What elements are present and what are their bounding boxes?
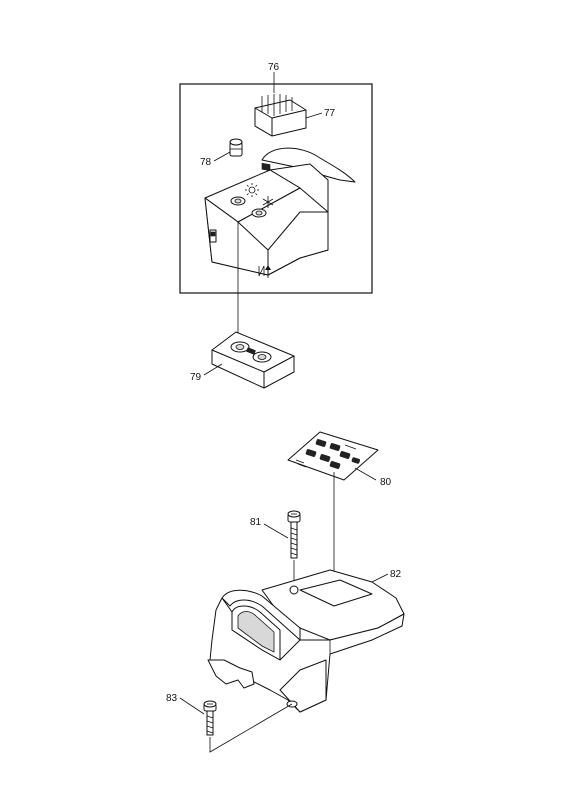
part-80-shape xyxy=(287,431,379,481)
part-78-shape xyxy=(229,138,243,157)
part-label-83: 83 xyxy=(166,693,178,704)
arrow-up-icon xyxy=(265,265,271,278)
leader-83 xyxy=(179,697,205,715)
part-label-78: 78 xyxy=(200,157,212,168)
part-label-81: 81 xyxy=(250,517,262,528)
part-82-shape xyxy=(207,569,405,713)
part-79-shape xyxy=(211,331,295,389)
fan-icon xyxy=(258,265,265,277)
part-77-shape xyxy=(254,94,307,171)
leader-78 xyxy=(213,151,231,162)
leader-81 xyxy=(263,523,289,539)
sun-icon xyxy=(245,183,259,197)
part-76-shape xyxy=(204,147,356,276)
assembly-frame xyxy=(179,83,373,294)
part-label-79: 79 xyxy=(190,372,202,383)
part-label-82: 82 xyxy=(390,569,402,580)
leader-79 xyxy=(203,363,223,376)
snowflake-icon xyxy=(262,196,274,208)
leader-82 xyxy=(371,573,389,583)
part-label-80: 80 xyxy=(380,477,392,488)
leader-80 xyxy=(354,467,377,481)
part-81-shape xyxy=(287,510,301,559)
assembly-line-83-82 xyxy=(209,703,293,753)
part-83-shape xyxy=(203,700,217,736)
part-label-76: 76 xyxy=(268,62,280,73)
part-label-77: 77 xyxy=(324,108,336,119)
leader-77 xyxy=(305,112,323,119)
